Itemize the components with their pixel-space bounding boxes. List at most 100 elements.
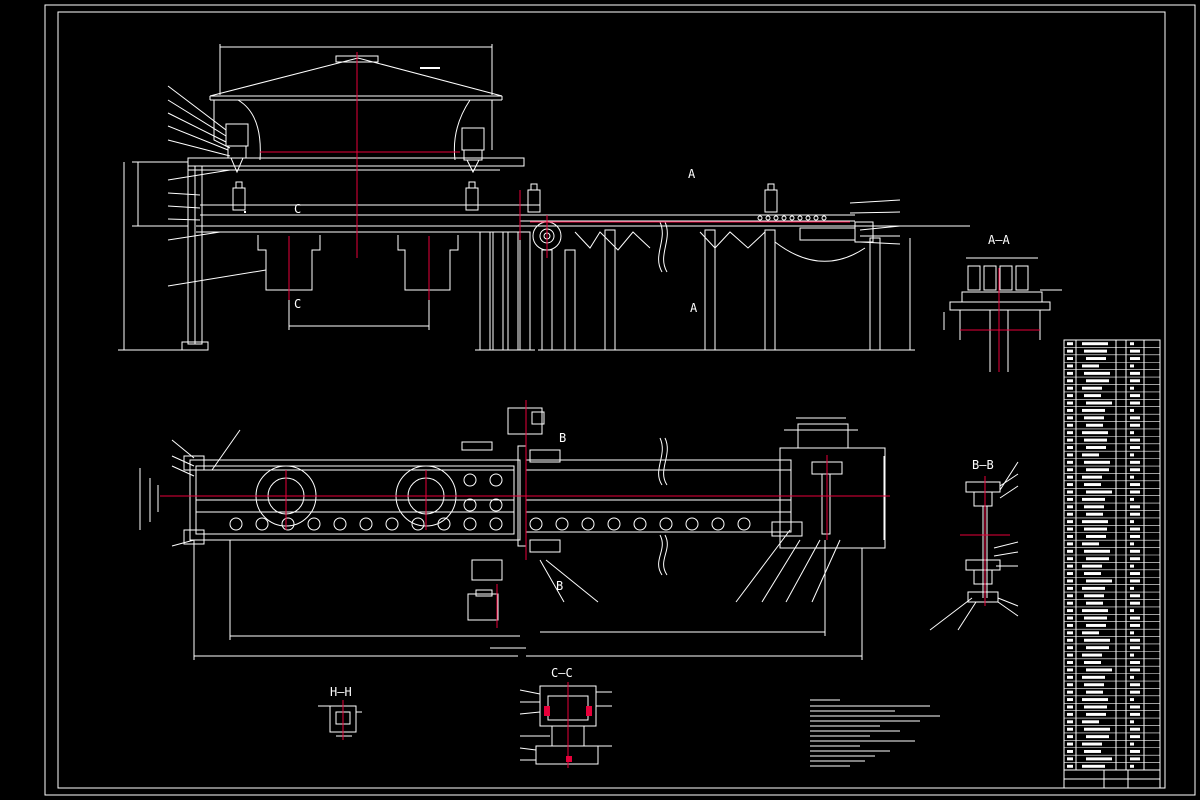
section-mark-c-top: C xyxy=(294,202,302,216)
parts-cell-mark xyxy=(1082,364,1099,368)
parts-cell-mark xyxy=(1082,675,1105,679)
parts-cell-mark xyxy=(1082,520,1108,524)
parts-cell-mark xyxy=(1130,386,1134,390)
parts-cell-mark xyxy=(1082,698,1108,702)
parts-cell-mark xyxy=(1067,371,1073,375)
parts-cell-mark xyxy=(1082,542,1099,546)
section-mark-b-top: B xyxy=(559,431,567,445)
parts-cell-mark xyxy=(1130,401,1140,405)
center-lines-plan xyxy=(160,400,890,628)
parts-cell-mark xyxy=(1067,416,1073,420)
parts-cell-mark xyxy=(1130,690,1140,694)
view-title-h-h: H—H xyxy=(330,685,352,699)
parts-cell-mark xyxy=(1067,564,1073,568)
parts-cell-mark xyxy=(1086,512,1103,516)
view-title-b-b: B—B xyxy=(972,458,994,472)
parts-cell-mark xyxy=(1067,757,1073,761)
parts-cell-mark xyxy=(1084,527,1107,531)
parts-cell-mark xyxy=(1082,653,1102,657)
parts-cell-mark xyxy=(1130,534,1140,538)
parts-cell-mark xyxy=(1067,720,1073,724)
parts-cell-mark xyxy=(1067,601,1073,605)
parts-cell-mark xyxy=(1084,394,1101,398)
parts-cell-mark xyxy=(1067,386,1073,390)
parts-cell-mark xyxy=(1130,646,1140,650)
outer-border xyxy=(44,4,1196,796)
parts-cell-mark xyxy=(1084,371,1110,375)
parts-cell-mark xyxy=(1067,609,1073,613)
parts-cell-mark xyxy=(1067,646,1073,650)
parts-cell-mark xyxy=(1130,594,1140,598)
parts-cell-mark xyxy=(1130,623,1140,627)
parts-cell-mark xyxy=(1067,475,1073,479)
section-mark-a-top: A xyxy=(688,167,696,181)
parts-cell-mark xyxy=(1130,698,1134,702)
parts-cell-mark xyxy=(1067,534,1073,538)
parts-cell-mark xyxy=(1130,483,1140,487)
parts-cell-mark xyxy=(1082,720,1099,724)
parts-cell-mark xyxy=(1082,742,1102,746)
parts-cell-mark xyxy=(1067,438,1073,442)
parts-cell-mark xyxy=(1082,431,1108,435)
parts-cell-mark xyxy=(1130,349,1140,353)
parts-cell-mark xyxy=(1067,616,1073,620)
parts-cell-mark xyxy=(1067,690,1073,694)
parts-cell-mark xyxy=(1130,438,1140,442)
parts-cell-mark xyxy=(1086,379,1109,383)
parts-cell-mark xyxy=(1067,668,1073,672)
section-mark-c-bottom: C xyxy=(294,297,302,311)
parts-cell-mark xyxy=(1067,490,1073,494)
parts-cell-mark xyxy=(1130,661,1140,664)
parts-cell-mark xyxy=(1067,357,1073,361)
parts-cell-mark xyxy=(1067,542,1073,546)
parts-cell-mark xyxy=(1130,542,1134,546)
center-lines-front xyxy=(260,52,850,300)
parts-cell-mark xyxy=(1130,490,1140,494)
parts-cell-mark xyxy=(1130,638,1140,642)
section-a-a xyxy=(943,257,1062,372)
parts-cell-mark xyxy=(1084,727,1110,731)
parts-cell-mark xyxy=(1082,764,1105,768)
parts-cell-mark xyxy=(1067,446,1073,449)
parts-cell-mark xyxy=(1082,342,1108,346)
parts-cell-mark xyxy=(1130,453,1134,457)
parts-cell-mark xyxy=(1130,720,1134,724)
parts-cell-mark xyxy=(1067,423,1073,427)
parts-cell-mark xyxy=(1067,623,1073,627)
parts-cell-mark xyxy=(1130,572,1140,576)
parts-cell-mark xyxy=(1130,549,1140,553)
parts-cell-mark xyxy=(1084,594,1104,598)
parts-cell-mark xyxy=(1067,468,1073,472)
parts-cell-mark xyxy=(1067,512,1073,516)
parts-cell-mark xyxy=(1067,579,1073,583)
parts-cell-mark xyxy=(1067,749,1073,753)
parts-cell-mark xyxy=(1086,579,1112,583)
parts-cell-mark xyxy=(1084,705,1107,709)
parts-cell-mark xyxy=(1130,423,1140,427)
parts-cell-mark xyxy=(1086,557,1109,561)
parts-cell-mark xyxy=(1086,401,1112,405)
parts-cell-mark xyxy=(1067,453,1073,457)
inner-border xyxy=(57,11,1166,789)
parts-cell-mark xyxy=(1067,661,1073,664)
parts-cell-mark xyxy=(1067,394,1073,398)
parts-cell-mark xyxy=(1086,646,1109,650)
parts-cell-mark xyxy=(1067,683,1073,687)
parts-cell-mark xyxy=(1067,379,1073,383)
parts-cell-mark xyxy=(1130,675,1134,679)
parts-cell-mark xyxy=(1086,690,1103,694)
parts-cell-mark xyxy=(1067,349,1073,353)
parts-cell-mark xyxy=(1084,438,1107,442)
parts-cell-mark xyxy=(1067,742,1073,746)
parts-cell-mark xyxy=(1130,609,1134,613)
parts-cell-mark xyxy=(1067,401,1073,405)
parts-cell-mark xyxy=(1067,520,1073,524)
parts-cell-mark xyxy=(1130,520,1134,524)
parts-cell-mark xyxy=(1084,416,1104,420)
parts-cell-mark xyxy=(1067,431,1073,435)
parts-cell-mark xyxy=(1086,712,1106,716)
parts-cell-mark xyxy=(1067,638,1073,642)
parts-cell-mark xyxy=(1067,727,1073,731)
parts-cell-mark xyxy=(1067,557,1073,561)
